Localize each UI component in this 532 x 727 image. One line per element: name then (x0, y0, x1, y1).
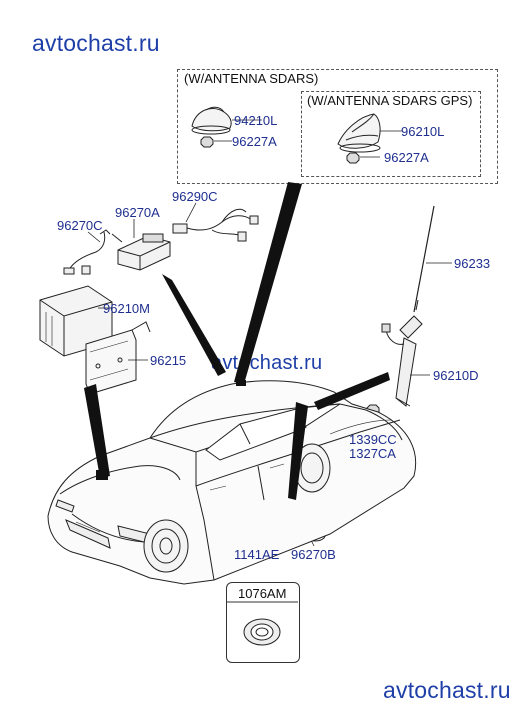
part-label-96215[interactable]: 96215 (150, 353, 187, 368)
callout-wedge-harness (162, 274, 226, 376)
antenna-mast-96233-icon (413, 205, 435, 313)
watermark-bottom: avtochast.ru (383, 677, 511, 703)
part-label-96210L[interactable]: 96210L (401, 124, 445, 139)
part-label-1141AE[interactable]: 1141AE (234, 547, 280, 562)
callout-wedge-dash (84, 384, 110, 478)
watermark-top: avtochast.ru (32, 30, 160, 56)
dash-mount-marker (96, 470, 108, 480)
motor-antenna-96210d-icon (381, 315, 423, 407)
sdars-antenna-icon (191, 106, 232, 135)
grommet-1076am-icon (243, 618, 281, 646)
part-label-96270B[interactable]: 96270B (291, 547, 336, 562)
part-label-1339CC[interactable]: 1339CC (349, 432, 397, 447)
sdars-nut-icon (200, 136, 214, 148)
roof-mount-marker (236, 380, 246, 386)
sdars-gps-antenna-icon (337, 113, 381, 153)
sdars-option-box (177, 69, 498, 184)
bracket-96215-icon (85, 321, 151, 395)
sdars-gps-option-box (301, 91, 481, 177)
car-sedan-illustration (47, 380, 417, 585)
part-label-96210M[interactable]: 96210M (103, 301, 150, 316)
part-label-1327CA[interactable]: 1327CA (349, 446, 396, 461)
harness-96290c-icon (172, 208, 259, 242)
part-label-96227A-sdars[interactable]: 96227A (232, 134, 277, 149)
cable-96270c-icon (63, 229, 111, 275)
sdars-gps-option-title: (W/ANTENNA SDARS GPS) (307, 93, 473, 108)
callout-wedge-antenna (314, 372, 390, 410)
part-label-96270C[interactable]: 96270C (57, 218, 103, 233)
part-label-96233[interactable]: 96233 (454, 256, 491, 271)
callout-wedge-roof (234, 182, 302, 384)
part-label-96210D[interactable]: 96210D (433, 368, 479, 383)
part-label-1076AM[interactable]: 1076AM (238, 586, 287, 601)
sdars-gps-nut-icon (346, 152, 360, 164)
part-label-96270A[interactable]: 96270A (115, 205, 160, 220)
nav-unit-96210m-icon (39, 285, 113, 357)
part-label-96290C[interactable]: 96290C (172, 189, 218, 204)
part-label-94210L[interactable]: 94210L (234, 113, 278, 128)
sdars-option-title: (W/ANTENNA SDARS) (184, 71, 319, 86)
part-label-96227A-gps[interactable]: 96227A (384, 150, 429, 165)
callout-wedge-door (288, 402, 308, 500)
receiver-96270a-icon (111, 233, 171, 271)
